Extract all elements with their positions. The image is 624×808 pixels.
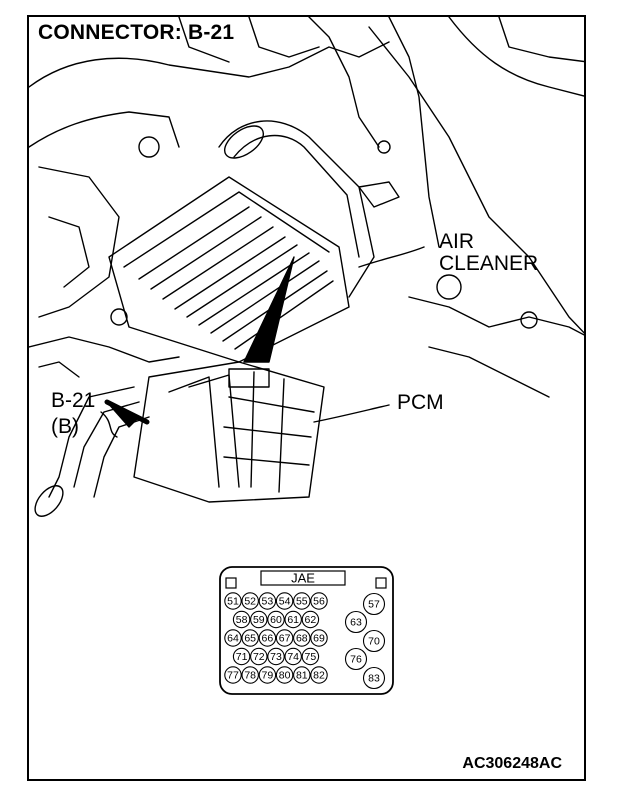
- connector-header: JAE: [291, 571, 315, 586]
- pcm-body: [133, 361, 325, 503]
- connector-pin: [241, 666, 259, 684]
- connector-pin-label: 58: [236, 614, 248, 626]
- connector-pin: [362, 629, 386, 653]
- connector-pin-label: 61: [287, 614, 299, 626]
- connector-pin-label: 80: [279, 670, 291, 682]
- connector-pin-label: 75: [305, 651, 317, 663]
- connector-pin: [224, 629, 242, 647]
- connector-pin-label: 51: [227, 596, 239, 608]
- connector-pin: [258, 592, 277, 610]
- connector-pin-label: 83: [368, 673, 380, 685]
- connector-pin: [284, 647, 302, 666]
- air-cleaner-label-line2: CLEANER: [439, 252, 539, 275]
- connector-pin-label: 53: [262, 596, 274, 608]
- connector-pin: [258, 629, 277, 647]
- connector-pin: [250, 610, 268, 629]
- connector-pin: [344, 610, 368, 634]
- connector-pin: [293, 629, 311, 647]
- connector-pin-label: 57: [368, 599, 380, 611]
- connector-pin-label: 71: [236, 651, 248, 663]
- connector-pin: [293, 592, 311, 610]
- connector-pin-label: 54: [279, 596, 291, 608]
- connector-pin-label: 79: [262, 670, 274, 682]
- connector-pin-label: 74: [287, 651, 299, 663]
- engine-bay-illustration: JAE 51 52 53 54 55 56 58 59 60 61 62 64 65 66 67 68 69 71…: [29, 17, 584, 695]
- connector-pin-label: 70: [368, 636, 380, 648]
- connector-pin: [241, 592, 259, 610]
- connector-pin: [224, 666, 242, 684]
- connector-pin: [293, 666, 311, 684]
- connector-pin: [301, 647, 320, 666]
- connector-pin-label: 67: [279, 633, 291, 645]
- connector-pin: [310, 666, 328, 684]
- pointer-arrow: [243, 256, 295, 363]
- connector-pin-label: 78: [244, 670, 256, 682]
- air-cleaner-box: [108, 176, 350, 363]
- air-cleaner-label-line1: AIR: [439, 230, 475, 253]
- connector-pin-label: 68: [296, 633, 308, 645]
- connector-pin: [267, 647, 285, 666]
- connector-pin-label: 55: [296, 596, 308, 608]
- connector-pin: [224, 592, 242, 610]
- connector-pin-label: 56: [313, 596, 325, 608]
- connector-pin-label: 81: [296, 670, 308, 682]
- air-cleaner-label: AIR CLEANER: [439, 231, 538, 275]
- connector-pin: [267, 610, 285, 629]
- connector-id-label: B-21: [51, 389, 96, 412]
- connector-pin-label: 64: [227, 633, 239, 645]
- connector-pin: [310, 629, 328, 647]
- connector-pin: [258, 666, 277, 684]
- connector-pin: [284, 610, 302, 629]
- diagram-frame: JAE 51 52 53 54 55 56 58 59 60 61 62 64 65 66 67 68 69 71…: [27, 15, 586, 781]
- connector-pin-label: 62: [305, 614, 317, 626]
- connector-pin: [301, 610, 320, 629]
- connector-pin: [250, 647, 268, 666]
- connector-pin-label: 59: [253, 614, 265, 626]
- connector-pin-label: 77: [227, 670, 239, 682]
- connector-pin-label: 73: [270, 651, 282, 663]
- connector-pin: [310, 592, 328, 610]
- connector-pin: [275, 629, 294, 647]
- connector-pin: [362, 666, 386, 690]
- connector-pin-label: 76: [350, 654, 362, 666]
- pcm-label: PCM: [397, 391, 444, 414]
- connector-callout: B-21 (B): [51, 390, 95, 438]
- connector-pin: [241, 629, 259, 647]
- connector-pin-label: 52: [244, 596, 256, 608]
- connector-pin: [362, 592, 386, 616]
- pcm-leader: [313, 404, 390, 423]
- connector-pin-label: 66: [262, 633, 274, 645]
- connector-pin: [275, 592, 294, 610]
- connector-pin: [232, 647, 251, 666]
- connector-pin-label: 72: [253, 651, 265, 663]
- connector-pin: [232, 610, 251, 629]
- air-cleaner-leader: [358, 246, 425, 268]
- connector-pin-label: 82: [313, 670, 325, 682]
- connector-pin-label: 60: [270, 614, 282, 626]
- connector-pin: [344, 647, 368, 671]
- figure-code: AC306248AC: [462, 755, 562, 772]
- bay-line: [29, 41, 390, 88]
- connector-pin-label: 63: [350, 617, 362, 629]
- connector-variant-label: (B): [51, 415, 79, 438]
- page-title: CONNECTOR: B-21: [38, 21, 235, 44]
- connector-pin: [275, 666, 294, 684]
- connector-face: JAE 51 52 53 54 55 56 58 59 60 61 62 64 65 66 67 68 69 71…: [219, 566, 394, 695]
- connector-pin-label: 65: [244, 633, 256, 645]
- connector-pin-label: 69: [313, 633, 325, 645]
